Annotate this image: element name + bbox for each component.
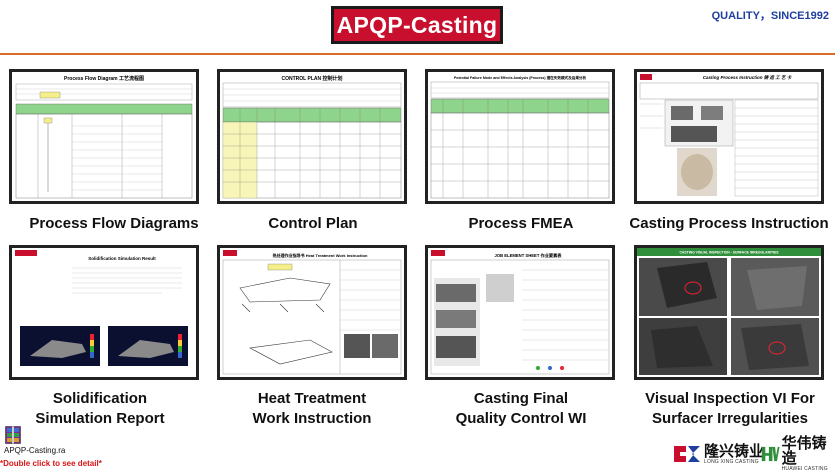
visual-inspection-preview: CASTING VISUAL INSPECTION - SURFACE IRRE… (637, 248, 821, 375)
caption-process-fmea: Process FMEA (416, 214, 626, 234)
caption-line: Casting Process Instruction (629, 215, 829, 232)
attachment-hint: *Double click to see detail* (0, 459, 102, 468)
caption-line: Casting Final (473, 390, 569, 407)
logo-name-cn: 华伟铸造 (781, 435, 827, 467)
logo-name-cn: 隆兴铸业 (704, 442, 765, 460)
casting-process-instruction-preview: Casting Process Instruction 铸 造 工 艺 卡 (639, 74, 819, 197)
caption-solidification-simulation-report: Solidification Simulation Report (0, 389, 205, 429)
tagline: QUALITY，SINCE1992 (711, 10, 829, 22)
thumb-title: Solidification Simulation Result (88, 256, 156, 261)
thumb-title: CASTING VISUAL INSPECTION - SURFACE IRRE… (679, 251, 779, 255)
thumb-title: JOB ELEMENT SHEET 作业要素表 (494, 252, 562, 259)
logo-long-xing-casting: 隆兴铸业 LONG XING CASTING (672, 441, 764, 467)
final-quality-control-preview: JOB ELEMENT SHEET 作业要素表 (430, 250, 610, 375)
thumbnail-solidification-simulation[interactable]: Solidification Simulation Result (9, 245, 199, 380)
caption-line: Visual Inspection VI For (645, 390, 815, 407)
caption-line: Simulation Report (35, 410, 165, 427)
thumb-title: Process Flow Diagram 工艺流程图 (64, 75, 144, 82)
caption-line: Work Instruction (252, 410, 372, 427)
long-xing-logo-icon (674, 446, 700, 462)
thumb-title: Potential Failure Mode and Effects Analy… (454, 75, 587, 80)
header-divider (0, 53, 835, 55)
thumbnail-final-quality-control-wi[interactable]: JOB ELEMENT SHEET 作业要素表 (425, 245, 615, 380)
thumb-title: CONTROL PLAN 控制计划 (281, 75, 342, 82)
solidification-simulation-preview: Solidification Simulation Result (15, 250, 188, 366)
caption-line: Solidification (52, 390, 148, 407)
caption-line: Heat Treatment (257, 390, 367, 407)
heat-treatment-preview: 热处理作业指导书 Heat Treatment Work Instruction (222, 250, 402, 375)
thumbnail-control-plan[interactable]: CONTROL PLAN 控制计划 (217, 69, 407, 204)
caption-casting-process-instruction: Casting Process Instruction (624, 214, 834, 234)
caption-control-plan: Control Plan (208, 214, 418, 234)
thumbnail-visual-inspection-vi[interactable]: CASTING VISUAL INSPECTION - SURFACE IRRE… (634, 245, 824, 380)
logo-name-en: HUAWEI CASTING (781, 466, 828, 472)
caption-line: Quality Control WI (455, 410, 587, 427)
caption-heat-treatment-work-instruction: Heat Treatment Work Instruction (207, 389, 417, 429)
thumbnail-process-flow-diagram[interactable]: Process Flow Diagram 工艺流程图 (9, 69, 199, 204)
thumb-title: Casting Process Instruction 铸 造 工 艺 卡 (703, 75, 792, 80)
control-plan-preview: CONTROL PLAN 控制计划 (222, 75, 402, 199)
thumb-title: 热处理作业指导书 Heat Treatment Work Instruction (273, 252, 368, 258)
page-title: APQP-Casting (331, 6, 503, 44)
archive-file-icon[interactable] (5, 426, 21, 444)
caption-line: Process Flow Diagrams (29, 215, 199, 232)
attachment-file-name[interactable]: APQP-Casting.ra (4, 446, 66, 455)
logo-name-en: LONG XING CASTING (704, 458, 759, 465)
caption-visual-inspection-vi: Visual Inspection VI For Surfacer Irregu… (625, 389, 835, 429)
huawei-logo-icon (761, 446, 780, 462)
thumbnail-process-fmea[interactable]: Potential Failure Mode and Effects Analy… (425, 69, 615, 204)
caption-line: Process FMEA (468, 215, 574, 232)
caption-casting-final-quality-control-wi: Casting Final Quality Control WI (416, 389, 626, 429)
logo-huawei-casting: 华伟铸造 HUAWEI CASTING (760, 436, 835, 472)
process-flow-diagram-preview: Process Flow Diagram 工艺流程图 (15, 75, 193, 199)
process-fmea-preview: Potential Failure Mode and Effects Analy… (430, 75, 610, 199)
thumbnail-casting-process-instruction[interactable]: Casting Process Instruction 铸 造 工 艺 卡 (634, 69, 824, 204)
caption-line: Control Plan (268, 215, 358, 232)
caption-process-flow-diagrams: Process Flow Diagrams (9, 214, 219, 234)
thumbnail-heat-treatment-wi[interactable]: 热处理作业指导书 Heat Treatment Work Instruction (217, 245, 407, 380)
caption-line: Surfacer Irregularities (652, 410, 808, 427)
